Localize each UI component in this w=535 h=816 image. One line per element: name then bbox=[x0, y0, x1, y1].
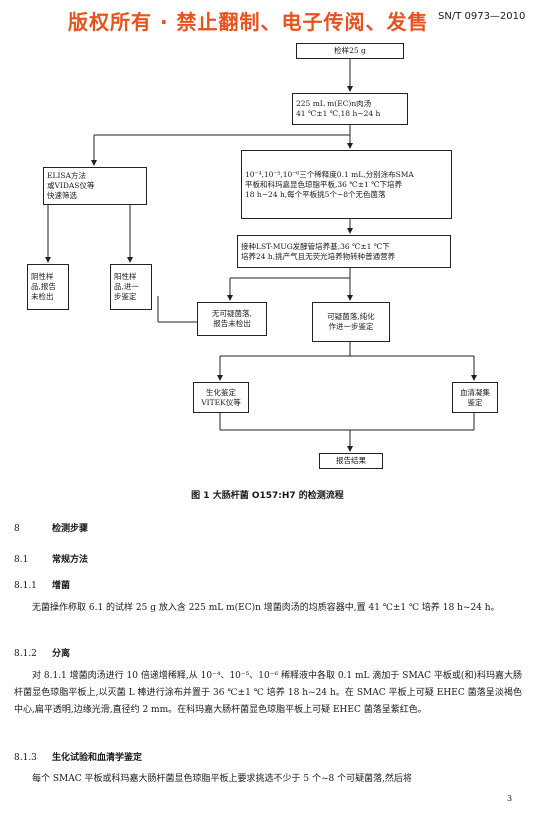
figure-caption: 图 1 大肠杆菌 O157:H7 的检测流程 bbox=[191, 491, 344, 501]
section-title: 检测步骤 bbox=[52, 524, 89, 534]
flow-box-no-suspect-text: 无可疑菌落, 报告未检出 bbox=[212, 309, 252, 328]
section-heading-8-1: 8.1 常规方法 bbox=[14, 552, 88, 565]
section-number: 8.1.2 bbox=[14, 649, 37, 659]
flow-box-elisa-text: ELISA方法 或VIDAS仪等 快速筛选 bbox=[47, 171, 95, 200]
flow-box-serum-text: 血清凝集 鉴定 bbox=[460, 387, 490, 407]
flowchart-connectors bbox=[45, 59, 477, 452]
page-number: 3 bbox=[507, 794, 513, 803]
section-number: 8.1 bbox=[14, 555, 29, 565]
section-number: 8.1.3 bbox=[14, 753, 37, 763]
flow-box-dilution-text: 10⁻⁴,10⁻⁵,10⁻⁶三个稀释度0.1 mL,分别涂布SMA 平板和科玛嘉… bbox=[245, 169, 414, 199]
flow-box-positive-text: 阳性样 品,进一 步鉴定 bbox=[114, 272, 139, 301]
flow-box-dilution: 10⁻⁴,10⁻⁵,10⁻⁶三个稀释度0.1 mL,分别涂布SMA 平板和科玛嘉… bbox=[241, 150, 452, 219]
flow-box-biochem: 生化鉴定 VITEK仪等 bbox=[193, 382, 249, 413]
flow-box-no-suspect: 无可疑菌落, 报告未检出 bbox=[197, 302, 267, 336]
section-title: 增菌 bbox=[52, 581, 71, 591]
flow-box-serum: 血清凝集 鉴定 bbox=[452, 382, 498, 413]
flow-box-negative-text: 阴性样 品,报告 未检出 bbox=[31, 272, 56, 301]
paragraph-8-1-3: 每个 SMAC 平板或科玛嘉大肠杆菌显色琼脂平板上要求挑选不少于 5 个~8 个… bbox=[14, 771, 522, 788]
flow-box-report: 报告结果 bbox=[319, 453, 383, 469]
flow-box-positive: 阳性样 品,进一 步鉴定 bbox=[110, 264, 152, 310]
flow-box-lst-mug-text: 接种LST-MUG发酵管培养基,36 ℃±1 ℃下 培养24 h,挑产气且无荧光… bbox=[241, 241, 396, 261]
flow-box-biochem-text: 生化鉴定 VITEK仪等 bbox=[201, 387, 241, 407]
flow-box-suspect: 可疑菌落,纯化 作进一步鉴定 bbox=[312, 302, 390, 342]
section-heading-8-1-2: 8.1.2 分离 bbox=[14, 646, 70, 659]
section-heading-8-1-1: 8.1.1 增菌 bbox=[14, 578, 70, 591]
flow-box-sample-text: 检样25 g bbox=[334, 46, 366, 55]
section-title: 常规方法 bbox=[52, 555, 89, 565]
paragraph-8-1-1: 无菌操作称取 6.1 的试样 25 g 放入含 225 mL m(EC)n 增菌… bbox=[14, 600, 522, 617]
section-number: 8.1.1 bbox=[14, 581, 37, 591]
section-number: 8 bbox=[14, 524, 20, 534]
paragraph-8-1-3-text: 每个 SMAC 平板或科玛嘉大肠杆菌显色琼脂平板上要求挑选不少于 5 个~8 个… bbox=[32, 774, 412, 784]
paragraph-8-1-1-text: 无菌操作称取 6.1 的试样 25 g 放入含 225 mL m(EC)n 增菌… bbox=[32, 603, 500, 613]
section-heading-8: 8 检测步骤 bbox=[14, 521, 88, 534]
section-heading-8-1-3: 8.1.3 生化试验和血清学鉴定 bbox=[14, 750, 142, 763]
standard-number: SN/T 0973—2010 bbox=[438, 11, 526, 22]
section-title: 生化试验和血清学鉴定 bbox=[52, 753, 143, 763]
flow-box-suspect-text: 可疑菌落,纯化 作进一步鉴定 bbox=[327, 312, 375, 331]
paragraph-8-1-2: 对 8.1.1 增菌肉汤进行 10 倍递增稀释,从 10⁻⁴、10⁻⁵、10⁻⁶… bbox=[14, 668, 522, 719]
flow-box-enrich-text: 225 mL m(EC)n肉汤 41 ℃±1 ℃,18 h~24 h bbox=[296, 99, 381, 118]
flow-box-report-text: 报告结果 bbox=[336, 456, 366, 465]
flow-box-elisa: ELISA方法 或VIDAS仪等 快速筛选 bbox=[43, 167, 147, 205]
watermark-text: 版权所有 · 禁止翻制、电子传阅、发售 bbox=[68, 10, 429, 34]
section-title: 分离 bbox=[52, 649, 71, 659]
flow-box-sample: 检样25 g bbox=[296, 43, 404, 59]
paragraph-8-1-2-text: 对 8.1.1 增菌肉汤进行 10 倍递增稀释,从 10⁻⁴、10⁻⁵、10⁻⁶… bbox=[14, 671, 522, 715]
flow-box-lst-mug: 接种LST-MUG发酵管培养基,36 ℃±1 ℃下 培养24 h,挑产气且无荧光… bbox=[237, 235, 451, 268]
flow-box-negative: 阴性样 品,报告 未检出 bbox=[27, 264, 69, 310]
flow-box-enrich: 225 mL m(EC)n肉汤 41 ℃±1 ℃,18 h~24 h bbox=[292, 93, 408, 125]
